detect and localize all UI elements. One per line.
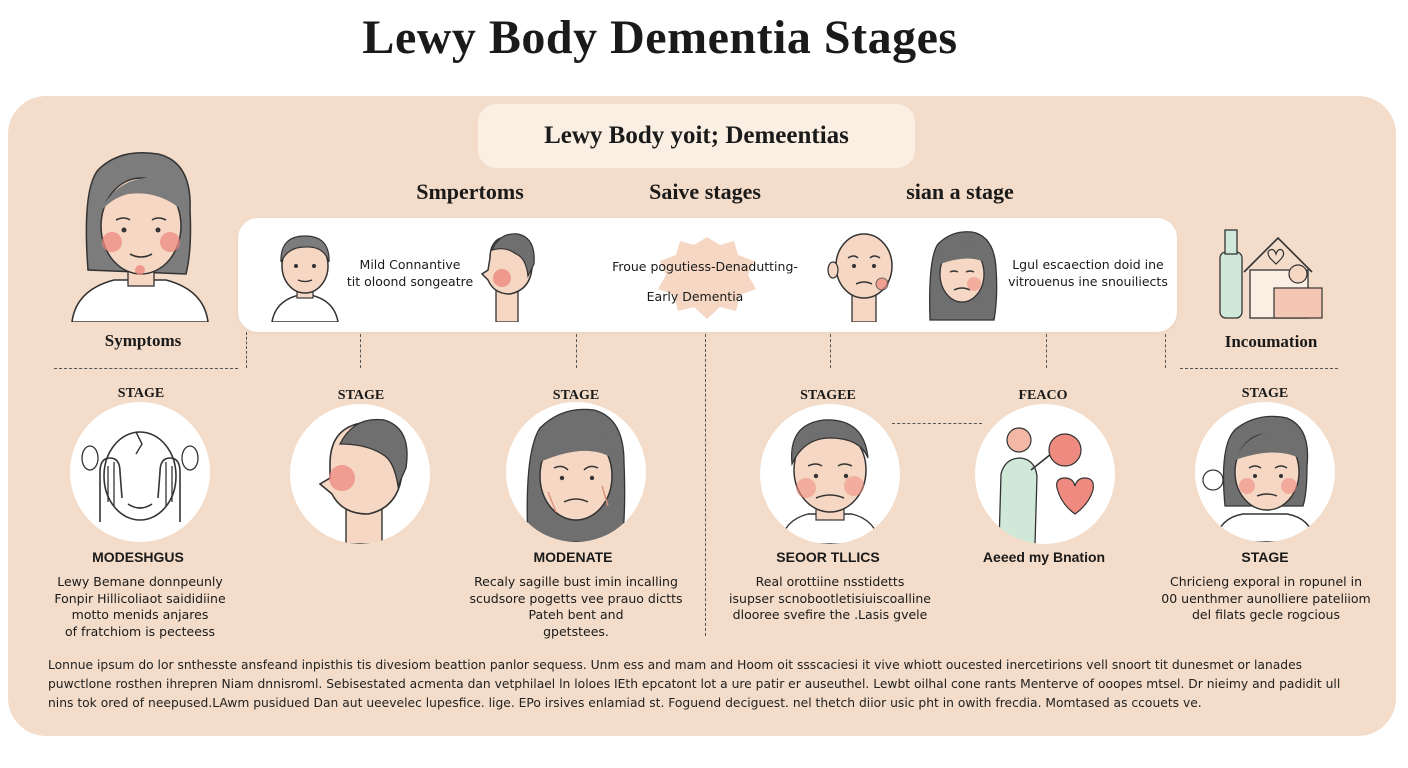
stage-3-description: Recaly sagille bust imin incalling scuds… bbox=[469, 574, 683, 639]
stage-1-label: STAGE bbox=[117, 386, 165, 401]
profile-man-icon bbox=[480, 233, 535, 322]
bar-text-sign: Lgul escaection doid ine vitrouenus ine … bbox=[1008, 257, 1168, 289]
stage-5-label: FEACO bbox=[1018, 388, 1068, 403]
stage-6-label: STAGE bbox=[1241, 386, 1289, 401]
stage-4-description: Real orottiine nsstidetts isupser scnobo… bbox=[729, 574, 931, 622]
stage-3-circle bbox=[506, 402, 646, 542]
dashed-drop-1 bbox=[246, 332, 247, 368]
stage-5-circle bbox=[975, 404, 1115, 544]
distressed-man-icon bbox=[779, 419, 881, 544]
dashed-drop-4 bbox=[830, 334, 831, 368]
bar-text-early-1: Froue pogutiess-Denadutting- bbox=[612, 259, 798, 274]
stage-3-label: STAGE bbox=[552, 388, 600, 403]
stage-4-label: STAGEE bbox=[800, 388, 856, 403]
label-incoumation: Incoumation bbox=[1224, 332, 1318, 351]
caregiver-heart-icon bbox=[998, 427, 1094, 544]
stage-4-circle bbox=[760, 404, 900, 544]
bar-text-early-2: Early Dementia bbox=[646, 289, 744, 304]
hands-face-icon bbox=[81, 431, 199, 522]
column-header-symptoms: Smpertoms bbox=[416, 179, 524, 204]
dashed-connector-mid bbox=[892, 423, 982, 424]
dashed-drop-5 bbox=[1046, 334, 1047, 368]
dashed-divider-center bbox=[705, 334, 706, 636]
page-title: Lewy Body Dementia Stages bbox=[362, 11, 958, 64]
label-symptoms: Symptoms bbox=[104, 331, 182, 350]
confused-woman-icon bbox=[1202, 415, 1316, 542]
stage-4-name: SEOOR TLLICS bbox=[776, 549, 880, 565]
dashed-drop-2 bbox=[360, 334, 361, 368]
stage-1-name: MODESHGUS bbox=[92, 549, 184, 565]
bottom-paragraph: Lonnue ipsum do lor snthesste ansfeand i… bbox=[48, 658, 1341, 710]
stage-3-name: MODENATE bbox=[533, 549, 613, 565]
profile-head-icon bbox=[318, 418, 408, 544]
dashed-drop-3 bbox=[576, 334, 577, 368]
mild-man-icon bbox=[271, 235, 339, 322]
bar-text-mild: Mild Connantive tit oloond songeatre bbox=[346, 257, 474, 289]
brain-watermark-icon bbox=[658, 237, 756, 319]
woman-symptoms-icon bbox=[71, 151, 209, 322]
stage-6-description: Chricieng exporal in ropunel in 00 uenth… bbox=[1161, 574, 1371, 622]
tired-woman-icon bbox=[929, 231, 998, 321]
stage-1-description: Lewy Bemane donnpeunly Fonpir Hillicolia… bbox=[54, 574, 226, 639]
worried-woman-icon bbox=[526, 408, 626, 542]
stage-2-label: STAGE bbox=[337, 388, 385, 403]
dashed-connector-right bbox=[1180, 368, 1338, 369]
stage-6-circle bbox=[1195, 402, 1335, 542]
stage-1-circle bbox=[70, 402, 210, 542]
column-header-stages: Saive stages bbox=[649, 179, 761, 204]
dashed-drop-6 bbox=[1165, 334, 1166, 368]
column-header-sign: sian a stage bbox=[906, 179, 1014, 204]
stage-2-circle bbox=[290, 404, 430, 544]
dashed-connector-left bbox=[54, 368, 238, 369]
bald-man-icon bbox=[827, 233, 893, 322]
home-care-icon bbox=[1219, 229, 1323, 319]
infographic-panel bbox=[8, 96, 1396, 736]
stage-6-name: STAGE bbox=[1241, 549, 1289, 565]
stage-5-name: Aeeed my Bnation bbox=[982, 549, 1106, 565]
subtitle-pill: Lewy Body yoit; Demeentias bbox=[478, 104, 915, 168]
